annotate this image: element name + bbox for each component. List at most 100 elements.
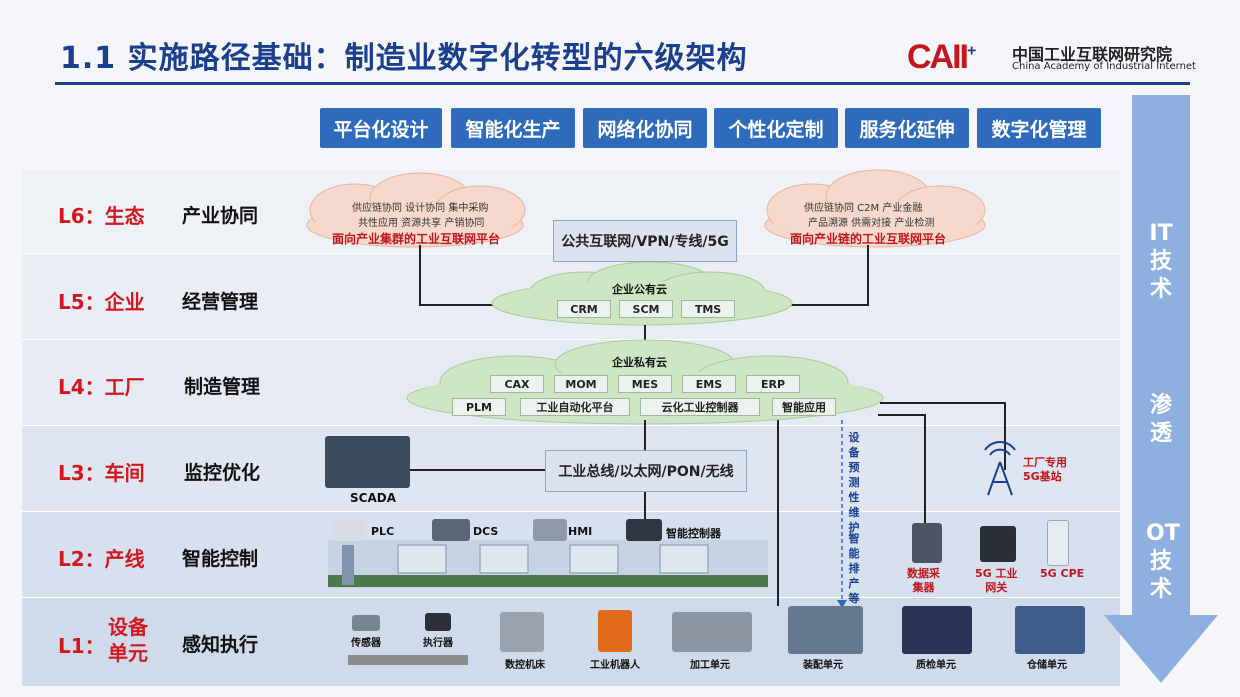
label-line: 网关	[985, 581, 1008, 594]
connector-line	[880, 402, 1006, 470]
cloud-module: MES	[618, 375, 672, 393]
cnc-machine-image	[500, 612, 544, 652]
level-l2-label: L2：产线	[58, 543, 145, 572]
logo-plus: +	[967, 42, 976, 60]
assembly-unit-image	[788, 606, 863, 654]
public-network-box: 公共互联网/VPN/专线/5G	[553, 220, 737, 262]
level-l3-label: L3：车间	[58, 457, 145, 486]
cloud-module: EMS	[682, 375, 736, 393]
logo-english-name: China Academy of Industrial Internet	[1012, 61, 1196, 72]
smart-controller-label: 智能控制器	[666, 527, 721, 540]
connector-line	[878, 414, 926, 530]
cloud-right-fill	[773, 202, 977, 242]
cnc-machine-label: 数控机床	[505, 660, 545, 671]
level-code: L3：	[58, 461, 105, 485]
title-underline	[55, 82, 1190, 85]
feature-platform-design: 平台化设计	[320, 108, 442, 148]
divider	[22, 597, 1120, 598]
level-code: L4：	[58, 375, 105, 399]
field-bus-box: 工业总线/以太网/PON/无线	[545, 450, 747, 492]
cloud-module: 工业自动化平台	[520, 398, 630, 416]
cloud-right-line2: 产品溯源 供需对接 产业检测	[808, 218, 935, 229]
5g-cpe-image	[1047, 520, 1069, 566]
cloud-module: ERP	[746, 375, 800, 393]
level-l5-label: L5：企业	[58, 286, 145, 315]
inspection-unit-label: 质检单元	[916, 660, 956, 671]
ot-technology-label: OT技术	[1146, 521, 1180, 602]
connector-line	[419, 245, 520, 306]
level-l1-name: 设备单元	[108, 614, 148, 666]
label-line: 工厂专用	[1023, 456, 1067, 469]
level-name: 生态	[104, 204, 145, 228]
cloud-module: PLM	[452, 398, 506, 416]
level-l1-code: L1：	[58, 634, 105, 658]
cloud-right-caption: 面向产业链的工业互联网平台	[790, 232, 947, 246]
feature-digital-management: 数字化管理	[977, 108, 1101, 148]
actuator-label: 执行器	[423, 638, 453, 649]
machining-unit-image	[672, 612, 752, 652]
conveyor-graphic	[348, 655, 468, 665]
level-l4-desc: 制造管理	[184, 376, 261, 398]
smart-controller-image	[626, 519, 662, 541]
level-name: 车间	[104, 461, 145, 485]
level-name-line: 单元	[108, 641, 148, 665]
level-name: 产线	[104, 547, 145, 571]
cloud-module-tms: TMS	[681, 300, 735, 318]
level-l4-label: L4：工厂	[58, 371, 145, 400]
level-code: L5：	[58, 290, 105, 314]
level-code: L6：	[58, 204, 105, 228]
label-line: 5G 工业	[975, 567, 1018, 580]
sensor-image	[352, 615, 380, 631]
predictive-maintenance-label: 设备预测性维护	[848, 431, 860, 534]
level-code: L2：	[58, 547, 105, 571]
assembly-unit-label: 装配单元	[803, 660, 843, 671]
arrow-head	[837, 600, 847, 608]
cloud-module: MOM	[554, 375, 608, 393]
feature-personalized: 个性化定制	[714, 108, 838, 148]
divider	[22, 339, 1120, 340]
cloud-module-scm: SCM	[619, 300, 673, 318]
divider	[22, 511, 1120, 512]
machining-unit-label: 加工单元	[690, 660, 730, 671]
cloud-left-fill	[315, 202, 515, 242]
label-line: 集器	[912, 581, 935, 594]
antenna-tower-icon	[984, 441, 1016, 496]
level-name-line: 设备	[108, 615, 148, 639]
industrial-robot-image	[598, 610, 632, 652]
cloud-module: CAX	[490, 375, 544, 393]
private-cloud-title: 企业私有云	[612, 356, 667, 369]
caii-logo: CAII+	[907, 38, 976, 77]
it-technology-label: IT技术	[1149, 221, 1173, 302]
feature-smart-production: 智能化生产	[451, 108, 575, 148]
label-line: 数据采	[907, 567, 940, 580]
scada-label: SCADA	[350, 491, 396, 505]
plc-device-image	[333, 519, 365, 541]
hmi-device-image	[533, 519, 567, 541]
cloud-module: 智能应用	[772, 398, 836, 416]
5g-gateway-image	[980, 526, 1016, 562]
level-l3-desc: 监控优化	[184, 462, 261, 484]
actuator-image	[425, 613, 451, 631]
cloud-right-line1: 供应链协同 C2M 产业金融	[804, 203, 923, 214]
cloud-module: 云化工业控制器	[640, 398, 760, 416]
cloud-left-line1: 供应链协同 设计协同 集中采购	[352, 203, 489, 214]
feature-service-extension: 服务化延伸	[845, 108, 969, 148]
level-l1-desc: 感知执行	[182, 634, 259, 656]
smart-scheduling-label: 智能排产等	[848, 532, 860, 605]
level-l6-desc: 产业协同	[182, 205, 259, 227]
5g-cpe-label: 5G CPE	[1040, 567, 1085, 580]
storage-unit-image	[1015, 606, 1085, 654]
page-title: 1.1 实施路径基础：制造业数字化转型的六级架构	[60, 41, 748, 76]
data-collector-image	[912, 523, 942, 563]
scada-control-room-image	[325, 436, 410, 488]
level-l2-desc: 智能控制	[182, 548, 259, 570]
level-l5-desc: 经营管理	[182, 291, 259, 313]
cloud-left-line2: 共性应用 资源共享 产销协同	[358, 218, 485, 229]
sensor-label: 传感器	[351, 638, 381, 649]
label-line: 5G基站	[1023, 470, 1062, 483]
public-cloud-title: 企业公有云	[612, 283, 667, 296]
it-ot-arrow	[1104, 95, 1218, 683]
inspection-unit-image	[902, 606, 972, 654]
